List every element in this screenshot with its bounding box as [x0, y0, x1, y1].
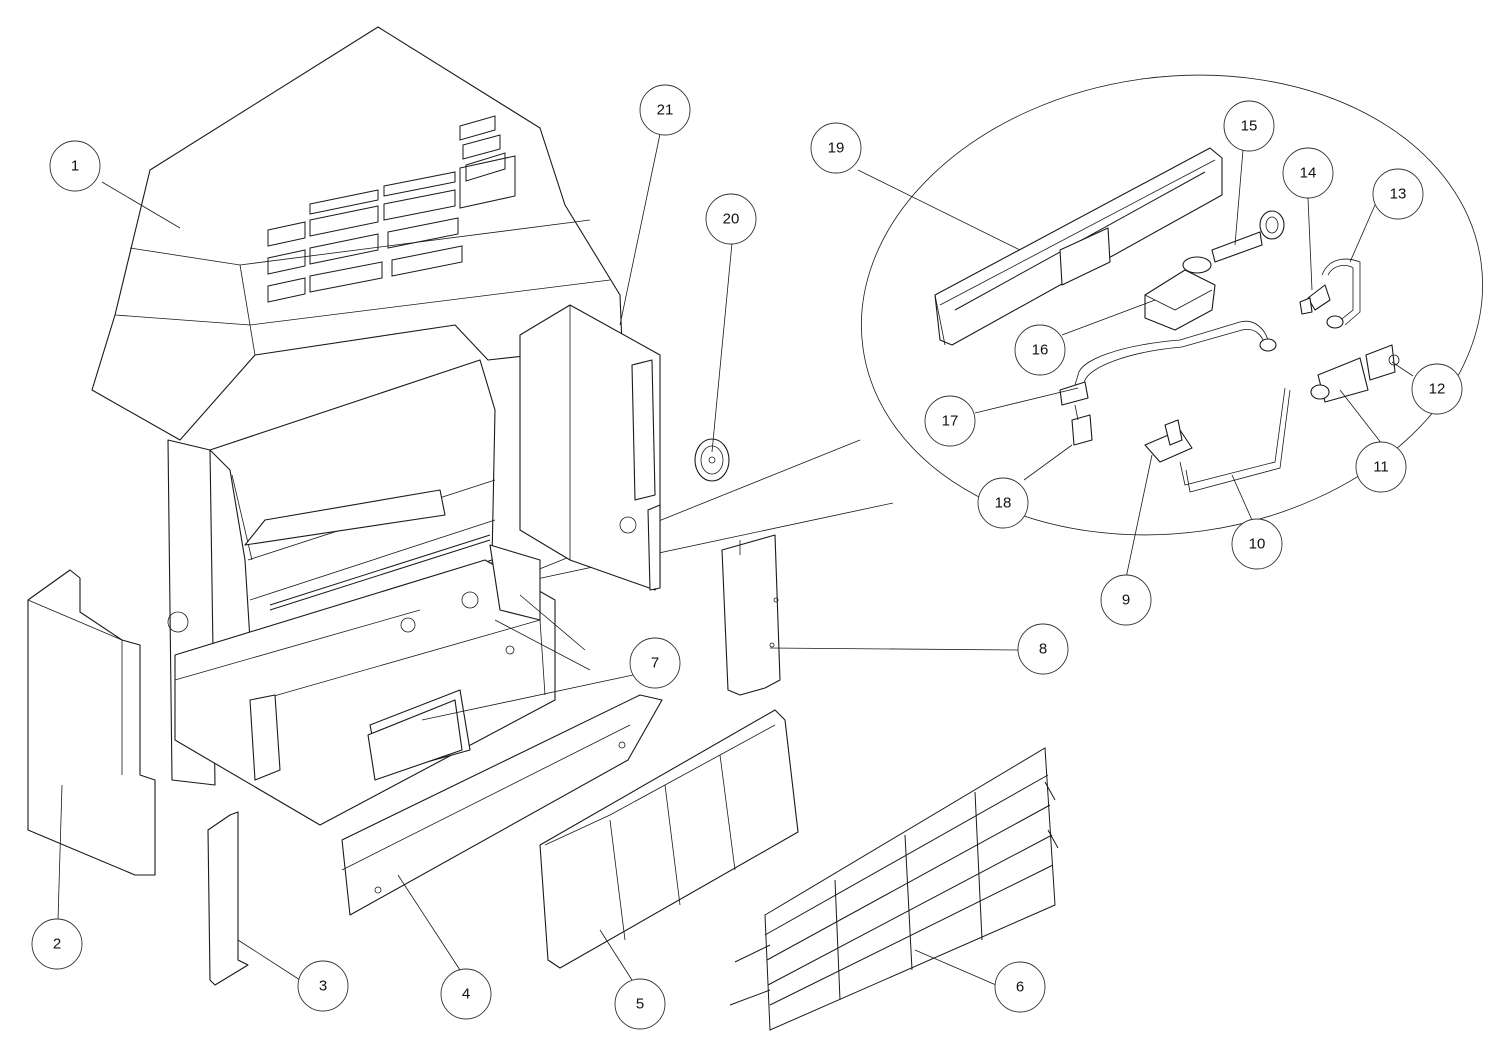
callout-14: 14 — [1282, 147, 1334, 199]
callout-18: 18 — [977, 477, 1029, 529]
part-3-support-bracket — [207, 811, 249, 986]
svg-text:2: 2 — [53, 936, 61, 953]
svg-text:18: 18 — [995, 495, 1012, 512]
part-11-gas-valve — [1310, 357, 1369, 403]
callout-12: 12 — [1411, 363, 1463, 415]
part-13-pilot-tube — [1321, 258, 1361, 329]
svg-text:10: 10 — [1249, 536, 1266, 553]
callout-21: 21 — [639, 84, 691, 136]
svg-text:6: 6 — [1016, 979, 1024, 996]
part-5-front-log-panel — [539, 709, 799, 969]
callout-3: 3 — [297, 960, 349, 1012]
part-18-connector — [1059, 381, 1093, 446]
svg-text:3: 3 — [319, 978, 327, 995]
callout-13: 13 — [1372, 168, 1424, 220]
callout-4: 4 — [440, 968, 492, 1020]
svg-text:5: 5 — [636, 996, 644, 1013]
main-body-frame — [167, 359, 591, 826]
svg-text:9: 9 — [1122, 592, 1130, 609]
part-21-right-side-panel — [519, 304, 661, 591]
svg-text:12: 12 — [1429, 381, 1446, 398]
callout-20: 20 — [705, 193, 757, 245]
svg-text:20: 20 — [723, 211, 740, 228]
svg-text:1: 1 — [71, 158, 79, 175]
callout-19: 19 — [810, 122, 862, 174]
callout-2: 2 — [31, 918, 83, 970]
part-6-wire-guard — [729, 747, 1059, 1031]
svg-text:16: 16 — [1032, 342, 1049, 359]
part-12-valve-fitting — [1365, 344, 1400, 381]
leader-lines — [57, 133, 1414, 986]
part-17-gas-line — [1074, 320, 1277, 396]
callout-9: 9 — [1100, 574, 1152, 626]
part-4-front-trim — [341, 694, 663, 916]
svg-text:8: 8 — [1039, 641, 1047, 658]
svg-text:19: 19 — [828, 140, 845, 157]
svg-text:7: 7 — [651, 655, 659, 672]
svg-text:4: 4 — [462, 986, 470, 1003]
callout-11: 11 — [1355, 441, 1407, 493]
svg-text:13: 13 — [1390, 186, 1407, 203]
part-1-top-hood — [91, 26, 623, 441]
svg-text:17: 17 — [942, 413, 959, 430]
callout-16: 16 — [1014, 324, 1066, 376]
callout-10: 10 — [1231, 518, 1283, 570]
callout-6: 6 — [994, 961, 1046, 1013]
part-2-left-side-cover — [27, 569, 156, 876]
callout-15: 15 — [1223, 100, 1275, 152]
part-7-ignition-box — [367, 699, 463, 781]
part-15-orifice-fitting — [1211, 210, 1285, 263]
callout-1: 1 — [49, 140, 101, 192]
part-8-narrow-panel — [721, 534, 781, 696]
svg-text:15: 15 — [1241, 118, 1258, 135]
svg-text:11: 11 — [1373, 459, 1389, 476]
part-20-control-knob — [694, 438, 730, 482]
part-19-burner-rail — [934, 147, 1223, 346]
callout-17: 17 — [924, 395, 976, 447]
part-14-elbow-fitting — [1299, 284, 1331, 315]
svg-text:14: 14 — [1300, 165, 1317, 182]
svg-text:21: 21 — [657, 102, 674, 119]
part-9-pilot-assembly — [1144, 419, 1193, 463]
callout-5: 5 — [614, 978, 666, 1030]
part-16-valve-block — [1144, 256, 1216, 331]
part-10-thermocouple-line — [1179, 387, 1291, 493]
callout-8: 8 — [1017, 623, 1069, 675]
callout-7: 7 — [629, 637, 681, 689]
detail-enlargement-ellipse — [861, 74, 1483, 536]
